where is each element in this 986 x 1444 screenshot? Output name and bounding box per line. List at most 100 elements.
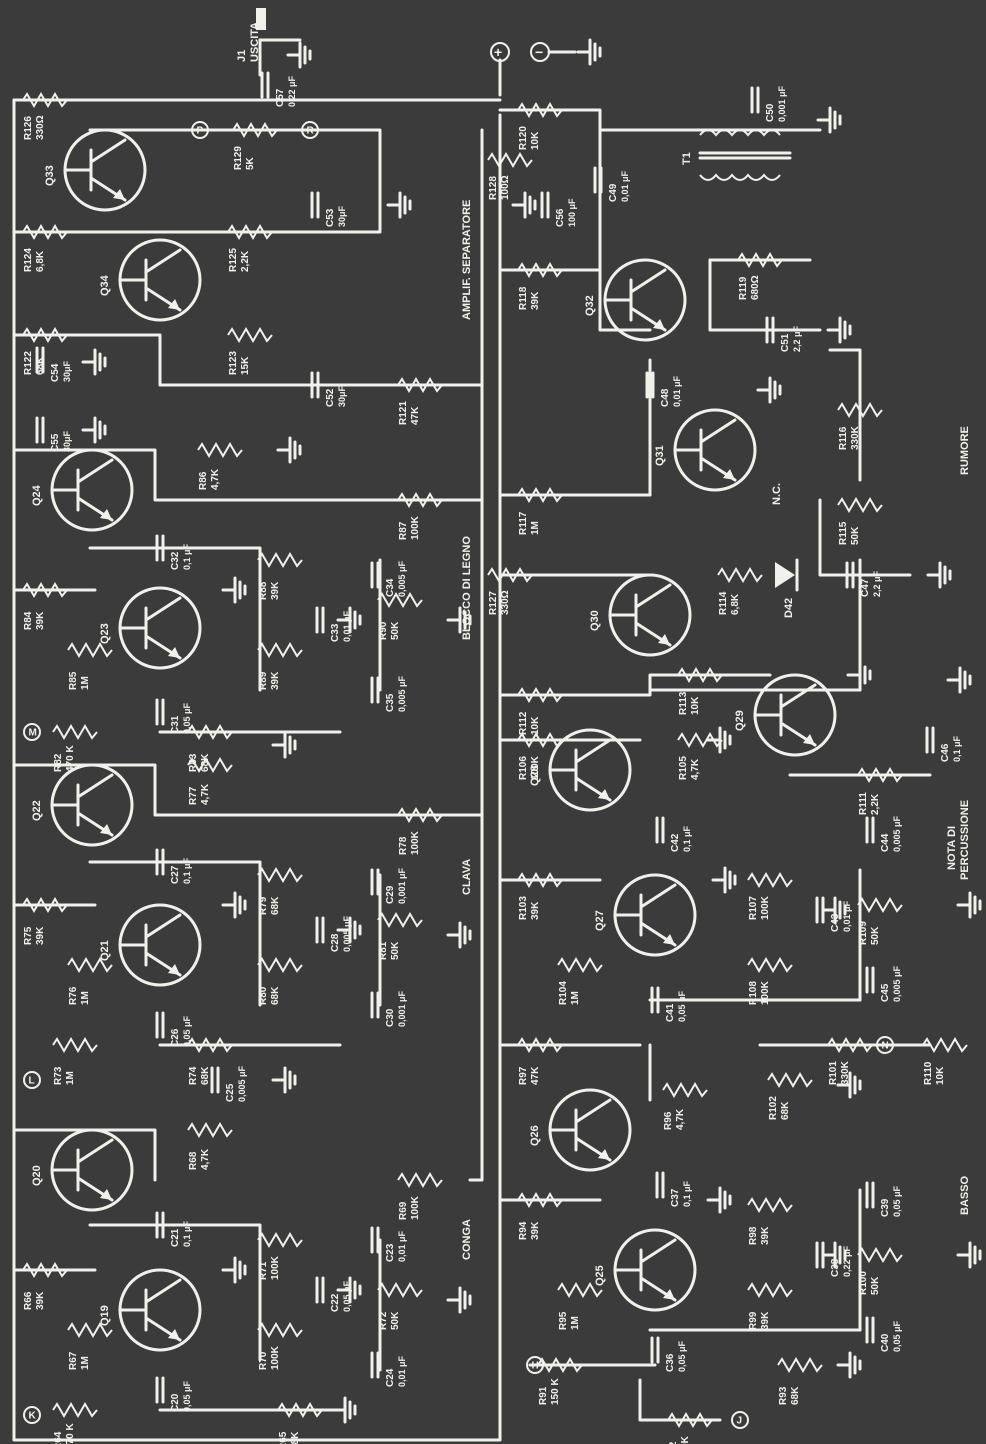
capacitor-value: 30μF xyxy=(62,360,72,382)
capacitor-ref: C44 xyxy=(880,833,891,852)
capacitor-ref: C45 xyxy=(880,983,891,1002)
ground-symbol xyxy=(446,1286,472,1314)
transistor-label: Q26 xyxy=(529,1125,541,1146)
resistor-ref: R115 xyxy=(838,521,849,545)
ground-symbol xyxy=(836,1351,862,1379)
resistor-ref: R96 xyxy=(663,1111,674,1130)
resistor-ref: R92 xyxy=(668,1441,679,1444)
resistor-ref: R98 xyxy=(748,1226,759,1245)
capacitor-ref: C43 xyxy=(830,913,841,932)
ground-symbol xyxy=(446,606,472,634)
capacitor-value: 0,05 μF xyxy=(182,1380,192,1412)
resistor-value: 100K xyxy=(410,830,421,855)
resistor-value: 50K xyxy=(390,941,401,960)
resistor-ref: R91 xyxy=(538,1386,549,1405)
label-separator: AMPLIF. SEPARATORE xyxy=(461,200,473,320)
ground-symbol xyxy=(221,891,247,919)
capacitor-value: 0,1 μF xyxy=(682,1180,692,1207)
capacitor-value: 30μF xyxy=(337,385,347,407)
resistor-ref: R76 xyxy=(68,986,79,1005)
resistor-ref: R70 xyxy=(258,1351,269,1370)
ground-symbol xyxy=(221,576,247,604)
resistor-value: 100K xyxy=(270,1345,281,1370)
resistor-ref: R117 xyxy=(518,511,529,535)
resistor-ref: R120 xyxy=(518,126,529,150)
resistor-value: 68K xyxy=(790,1386,801,1405)
capacitor-value: 0,005 μF xyxy=(892,815,902,852)
resistor-value: 39K xyxy=(35,1291,46,1310)
terminal-p: P xyxy=(191,121,209,139)
capacitor-value: 0,1 μF xyxy=(952,735,962,762)
capacitor-ref: C35 xyxy=(385,693,396,712)
resistor-ref: R73 xyxy=(53,1066,64,1085)
resistor-value: 6,8K xyxy=(35,250,46,272)
ground-symbol xyxy=(336,1276,362,1304)
capacitor-ref: C26 xyxy=(170,1028,181,1047)
ground-symbol xyxy=(331,1396,357,1424)
transistor-q28: Q28 xyxy=(529,728,632,812)
resistor-ref: R89 xyxy=(258,671,269,690)
resistor-value: 470 K xyxy=(65,745,76,772)
resistor-value: 330Ω xyxy=(500,590,511,615)
resistor-ref: R82 xyxy=(53,753,64,772)
capacitor-ref: C36 xyxy=(665,1353,676,1372)
resistor-value: 10K xyxy=(530,131,541,150)
resistor-value: 68K xyxy=(780,1101,791,1120)
ground-symbol xyxy=(706,726,732,754)
capacitor-ref: C37 xyxy=(670,1188,681,1207)
capacitor-value: 0,22 μF xyxy=(287,75,297,107)
resistor-value: 100K xyxy=(760,895,771,920)
terminal-letter: N xyxy=(882,1041,889,1052)
capacitor-ref: C49 xyxy=(608,183,619,202)
ground-symbol xyxy=(821,896,847,924)
capacitor-ref: C56 xyxy=(555,208,566,227)
terminal-m: M xyxy=(23,723,41,741)
transistor-q19: Q19 xyxy=(99,1268,202,1352)
section-labels: AMPLIF. SEPARATORE BLOCCO DI LEGNO CLAVA… xyxy=(461,200,971,1260)
capacitor-ref: C47 xyxy=(860,578,871,597)
resistor-ref: R79 xyxy=(258,896,269,915)
terminal-letter: J xyxy=(737,1416,743,1427)
diode-d42: D42 xyxy=(775,558,799,618)
transistor-label: Q20 xyxy=(31,1165,43,1186)
resistor-value: 50K xyxy=(870,1276,881,1295)
diode-label: D42 xyxy=(783,598,795,618)
resistor-ref: R109 xyxy=(858,921,869,945)
transistor-label: Q24 xyxy=(31,484,43,506)
capacitor-ref: C32 xyxy=(170,551,181,570)
resistor-ref: R126 xyxy=(23,116,34,140)
transistor-q20: Q20 xyxy=(31,1128,134,1212)
capacitor-value: 0,1 μF xyxy=(182,1220,192,1247)
capacitor-ref: C50 xyxy=(765,103,776,122)
capacitor-ref: C23 xyxy=(385,1243,396,1262)
transistor-label: Q25 xyxy=(594,1265,606,1286)
label-conga: CONGA xyxy=(461,1219,473,1260)
capacitor-value: 0,05 μF xyxy=(182,702,192,734)
capacitor-ref: C33 xyxy=(330,623,341,642)
